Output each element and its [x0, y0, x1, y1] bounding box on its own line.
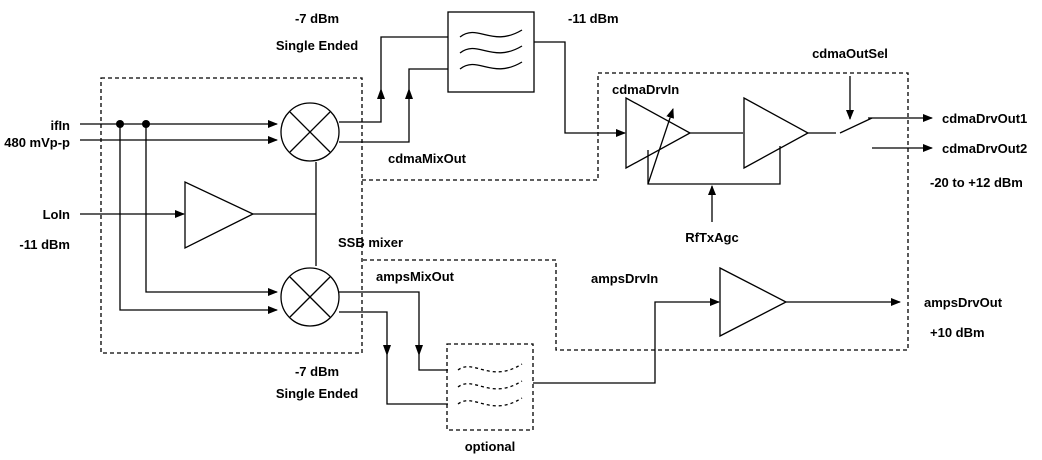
- amps-drv-out-label: ampsDrvOut: [924, 295, 1003, 310]
- arrow-down-icon: [383, 345, 391, 356]
- arrow-up-icon: [405, 88, 413, 99]
- amps-mix-out-label: ampsMixOut: [376, 269, 455, 284]
- if-branch-line: [145, 124, 278, 296]
- optional-filter-in-line-2: [386, 356, 448, 405]
- ssb-mixer-label: SSB mixer: [338, 235, 403, 250]
- cdma-driver-region: [362, 72, 909, 351]
- ssb-mixer-region: [100, 77, 363, 354]
- amps-drv-in-line: [533, 298, 720, 384]
- amps-level-label: +10 dBm: [930, 325, 985, 340]
- lo-in-label: LoIn: [43, 207, 70, 222]
- bottom-mixer-out-line-2: [339, 311, 388, 356]
- top-mixer-out-line: [339, 88, 382, 123]
- if-branch-line: [119, 124, 278, 314]
- cdma-drv-out2-label: cdmaDrvOut2: [942, 141, 1027, 156]
- amps-drv-in-label: ampsDrvIn: [591, 271, 658, 286]
- cdma-out-range-label: -20 to +12 dBm: [930, 175, 1023, 190]
- cdma-driver-amp: [625, 96, 692, 170]
- output-switch: [839, 117, 873, 134]
- filter-in-line-2: [408, 68, 448, 88]
- lo-level-label: -11 dBm: [19, 237, 70, 252]
- bottom-mixer-level-label: -7 dBm: [295, 364, 339, 379]
- cdma-drv-out1-label: cdmaDrvOut1: [942, 111, 1027, 126]
- arrow-up-icon: [377, 88, 385, 99]
- bottom-mixer-mode-label: Single Ended: [276, 386, 358, 401]
- optional-filter-in-line: [418, 356, 448, 371]
- top-mixer-out-line-2: [339, 88, 410, 143]
- cdma-mix-out-label: cdmaMixOut: [388, 151, 467, 166]
- bottom-mixer: [280, 267, 340, 327]
- filter-in-line: [380, 36, 448, 88]
- optional-label: optional: [465, 439, 516, 454]
- top-mixer-mode-label: Single Ended: [276, 38, 358, 53]
- top-mixer: [280, 102, 340, 162]
- lo-buffer-amp: [184, 180, 255, 250]
- cdma-drv-in-label: cdmaDrvIn: [612, 82, 679, 97]
- top-mixer-level-label: -7 dBm: [295, 11, 339, 26]
- if-level-label: 480 mVp-p: [4, 135, 70, 150]
- optional-filter-icon: [457, 363, 523, 407]
- cdma-out-sel-label: cdmaOutSel: [812, 46, 888, 61]
- rf-tx-agc-label: RfTxAgc: [685, 230, 738, 245]
- filter-out-level-label: -11 dBm: [568, 11, 619, 26]
- arrow-down-icon: [415, 345, 423, 356]
- cdma-output-amp: [743, 96, 810, 170]
- variable-gain-arrow: [647, 108, 674, 185]
- agc-loop-line: [647, 146, 781, 185]
- amps-driver-amp: [719, 266, 788, 338]
- bandpass-filter: [447, 11, 535, 93]
- optional-filter-region: [446, 343, 534, 431]
- if-in-label: ifIn: [51, 118, 71, 133]
- bottom-mixer-out-line: [339, 291, 420, 356]
- filter-out-line: [534, 41, 626, 137]
